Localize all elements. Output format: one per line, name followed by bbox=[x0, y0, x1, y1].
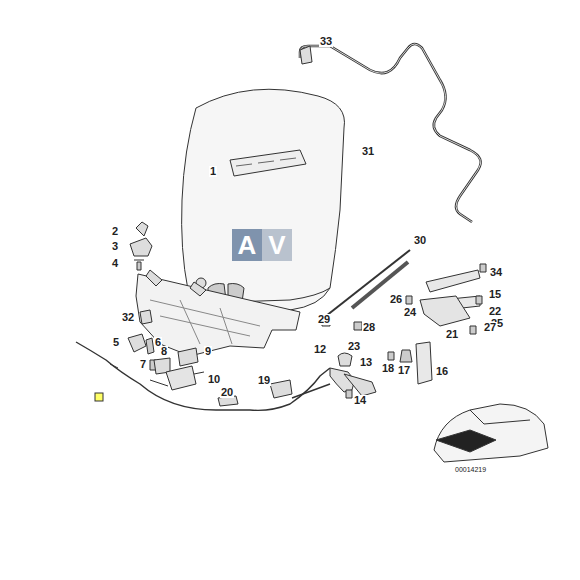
callout-number: 27 bbox=[483, 322, 497, 333]
callout-number: 34 bbox=[489, 267, 503, 278]
callout-number: 24 bbox=[403, 307, 417, 318]
callout-number: 21 bbox=[445, 329, 459, 340]
callout-number: 33 bbox=[319, 36, 333, 47]
callout-number: 15 bbox=[488, 289, 502, 300]
callout-number: 22 bbox=[488, 306, 502, 317]
watermark-letter: V bbox=[268, 232, 285, 258]
callout-number: 23 bbox=[347, 341, 361, 352]
callout-number: 1 bbox=[209, 166, 217, 177]
watermark-letter: A bbox=[238, 232, 257, 258]
callout-number: 14 bbox=[353, 395, 367, 406]
callout-number: 13 bbox=[359, 357, 373, 368]
callout-number: 4 bbox=[111, 258, 119, 269]
callout-number: 32 bbox=[121, 312, 135, 323]
callout-number: 12 bbox=[313, 344, 327, 355]
watermark-box: A bbox=[232, 229, 262, 261]
callout-number: 20 bbox=[220, 387, 234, 398]
callout-number: 5 bbox=[112, 337, 120, 348]
callout-number: 19 bbox=[257, 375, 271, 386]
callout-number: 30 bbox=[413, 235, 427, 246]
callout-number: 8 bbox=[160, 346, 168, 357]
callout-number: 17 bbox=[397, 365, 411, 376]
callout-number: 29 bbox=[317, 314, 331, 325]
callout-number: 26 bbox=[389, 294, 403, 305]
callout-number: 10 bbox=[207, 374, 221, 385]
callout-number: 28 bbox=[362, 322, 376, 333]
callout-number: 16 bbox=[435, 366, 449, 377]
callout-number: 9 bbox=[204, 346, 212, 357]
callout-number: 31 bbox=[361, 146, 375, 157]
callout-number: 18 bbox=[381, 363, 395, 374]
callout-number: 7 bbox=[139, 359, 147, 370]
drawing-number: 00014219 bbox=[454, 466, 487, 473]
watermark-box: V bbox=[262, 229, 292, 261]
callout-number: 3 bbox=[111, 241, 119, 252]
callout-number: 2 bbox=[111, 226, 119, 237]
